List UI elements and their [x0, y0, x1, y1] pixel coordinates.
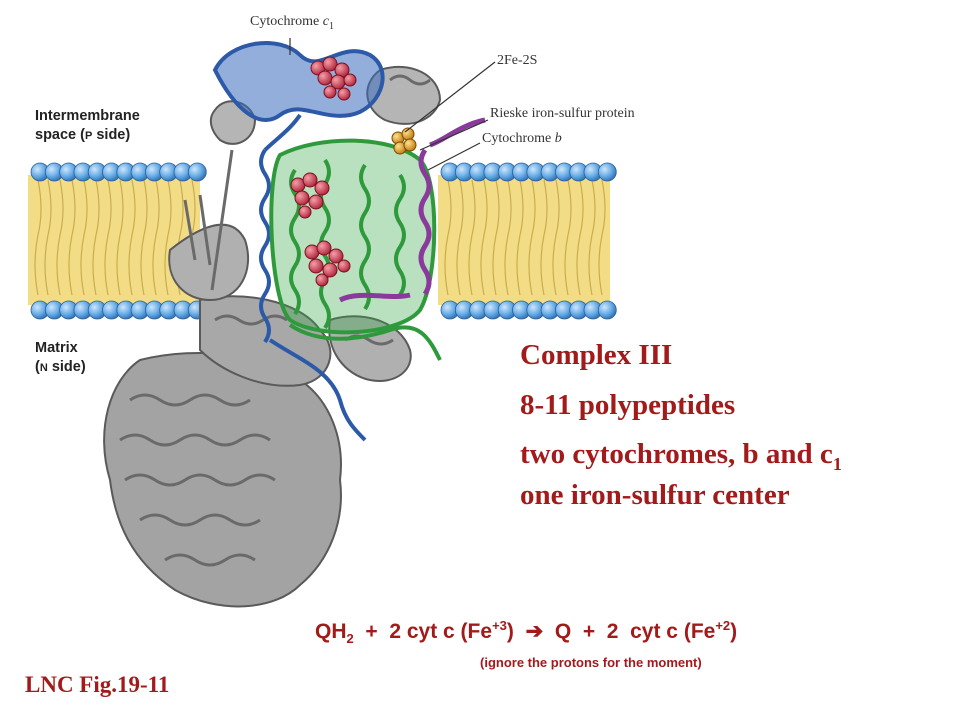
label-rieske: Rieske iron-sulfur protein — [490, 106, 635, 121]
eq-qh: QH — [315, 620, 347, 643]
membrane-left-tails — [28, 175, 200, 305]
equation-note: (ignore the protons for the moment) — [480, 655, 702, 670]
membrane-left-top-heads — [30, 162, 207, 182]
label-cytochrome-b-base: Cytochrome — [482, 131, 555, 146]
heme-c1 — [310, 56, 357, 101]
fact-complex-iii: Complex III — [520, 339, 673, 371]
label-intermembrane-2sc: P — [84, 130, 93, 142]
membrane-right-top-heads — [440, 162, 617, 182]
label-cytochrome-c1: Cytochrome c1 — [250, 14, 334, 32]
label-matrix-line1: Matrix — [35, 340, 78, 356]
lipid-head — [597, 300, 617, 320]
fact-iron-sulfur: one iron-sulfur center — [520, 479, 790, 511]
label-matrix-2b: side) — [47, 359, 86, 375]
eq-part2: ) — [506, 620, 526, 643]
membrane-left — [28, 162, 207, 320]
eq-part3: Q + 2 cyt c (Fe — [543, 620, 716, 643]
label-intermembrane-line2: space (P side) — [35, 126, 140, 146]
fact-two-cytochromes: two cytochromes, b and c1 — [520, 437, 842, 482]
cytochrome-c1-chain — [212, 41, 385, 442]
label-matrix: Matrix (N side) — [35, 339, 86, 378]
gray-helix-texture — [119, 74, 431, 567]
eq-qh-sub: 2 — [346, 631, 354, 647]
membrane-right-tails — [438, 175, 610, 305]
label-cytochrome-c1-base: Cytochrome — [250, 14, 323, 29]
eq-part1: + 2 cyt c (Fe — [353, 620, 493, 643]
label-intermembrane-space: Intermembrane space (P side) — [35, 107, 140, 146]
heme-bl — [290, 172, 330, 219]
lipid-head — [597, 162, 617, 182]
label-cytochrome-b-italic: b — [554, 131, 562, 146]
arrow-icon: ➔ — [525, 620, 544, 643]
label-cytochrome-c1-sub: 1 — [328, 20, 334, 32]
lipid-head — [187, 162, 207, 182]
label-matrix-2sc: N — [39, 362, 48, 374]
fact-two-cytochromes-sub: 1 — [832, 453, 842, 474]
eq-sup1: +3 — [492, 618, 507, 633]
cytochrome-b-chain — [269, 138, 442, 361]
label-matrix-2a: ( — [35, 359, 40, 375]
eq-part4: ) — [730, 620, 738, 643]
iron-sulfur-cluster — [391, 127, 417, 155]
label-intermembrane-2a: space ( — [35, 127, 85, 143]
heme-bh — [304, 240, 351, 287]
gray-core-mass — [103, 352, 342, 608]
callout-lines — [289, 38, 496, 171]
figure-reference: LNC Fig.19-11 — [25, 672, 170, 697]
membrane-right-bottom-heads — [440, 300, 617, 320]
label-2fe2s: 2Fe-2S — [497, 53, 538, 68]
label-cytochrome-c1-italic: c — [322, 14, 329, 29]
membrane-right — [438, 162, 617, 320]
label-cytochrome-b: Cytochrome b — [482, 131, 562, 147]
label-intermembrane-line1: Intermembrane — [35, 108, 140, 124]
fact-polypeptides: 8-11 polypeptides — [520, 389, 736, 421]
eq-sup2: +2 — [715, 618, 731, 633]
fact-two-cytochromes-text: two cytochromes, b and c — [520, 438, 833, 470]
membrane-right-tail-lines — [444, 179, 606, 296]
label-matrix-line2: (N side) — [35, 358, 86, 378]
label-intermembrane-2b: side) — [92, 127, 131, 143]
reaction-equation: QH2 + 2 cyt c (Fe+3) ➔ Q + 2 cyt c (Fe+2… — [315, 618, 737, 646]
